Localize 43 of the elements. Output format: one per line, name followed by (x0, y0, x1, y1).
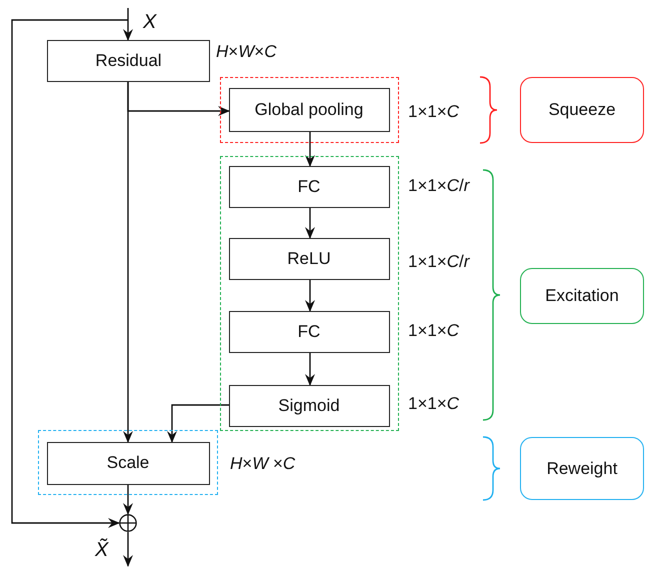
variable-label: X̃ (95, 540, 108, 560)
node-text: Global pooling (254, 100, 364, 120)
node-text: Scale (106, 453, 150, 473)
dimension-text: H×W×C (216, 42, 276, 62)
node-text: FC (298, 322, 320, 342)
variable-label: X (143, 12, 156, 32)
dimension-text: 1×1×C (408, 394, 460, 414)
node-text: Squeeze (548, 100, 616, 120)
node-text: Excitation (545, 286, 619, 306)
process-box (228, 166, 390, 208)
stage-box (520, 268, 644, 324)
process-box (228, 88, 390, 132)
node-text: Sigmoid (278, 396, 340, 416)
node-text: ReLU (287, 248, 331, 268)
dimension-text: 1×1×C/r (408, 176, 470, 196)
process-box (46, 442, 210, 484)
dashed-group-frame (220, 77, 399, 143)
sum-circle (119, 514, 137, 532)
node-text: FC (298, 176, 320, 196)
arrow (123, 82, 133, 443)
arrow (167, 404, 229, 443)
arrow (305, 132, 315, 167)
dimension-text: 1×1×C (408, 102, 460, 122)
dashed-group-frame (220, 156, 399, 431)
dimension-text: 1×1×C (408, 321, 460, 341)
dimension-text: H×W ×C (230, 454, 296, 474)
process-box (47, 40, 210, 82)
arrow (305, 280, 315, 312)
process-box (228, 384, 390, 426)
process-box (228, 238, 390, 280)
stage-box (520, 77, 644, 143)
node-text: Reweight (546, 458, 618, 478)
arrow (123, 485, 133, 515)
process-box (228, 310, 390, 352)
arrow (11, 19, 128, 528)
arrow (305, 353, 315, 386)
arrow (123, 8, 133, 41)
node-text: Residual (95, 51, 162, 71)
stage-box (520, 437, 644, 500)
arrow (305, 208, 315, 239)
dimension-text: 1×1×C/r (408, 252, 470, 272)
arrow (123, 532, 133, 567)
dashed-group-frame (38, 430, 218, 495)
